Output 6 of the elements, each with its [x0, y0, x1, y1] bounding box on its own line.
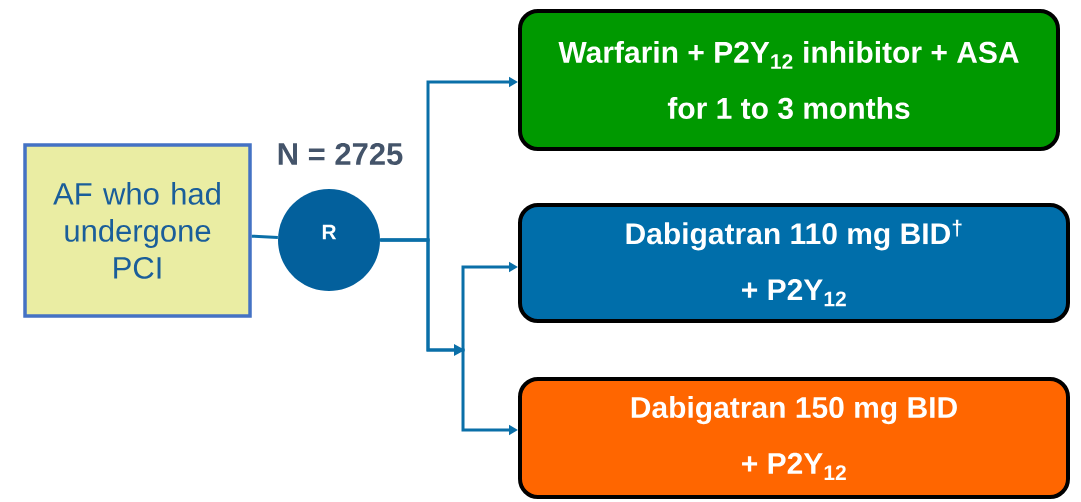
process-box: AF who had undergone PCI	[23, 143, 252, 318]
treatment-box: Warfarin + P2Y$_{12}$ inhibitor + ASA for 1 to 3 months	[518, 9, 1060, 151]
sample-size-label: N = 2725	[278, 143, 403, 165]
treatment-box: Dabigatran 110 mg BID$^{†}$ + P2Y$_{12}$	[518, 203, 1070, 323]
arrowhead	[454, 344, 465, 356]
treatment-box: Dabigatran 150 mg BID + P2Y$_{12}$	[518, 377, 1070, 499]
